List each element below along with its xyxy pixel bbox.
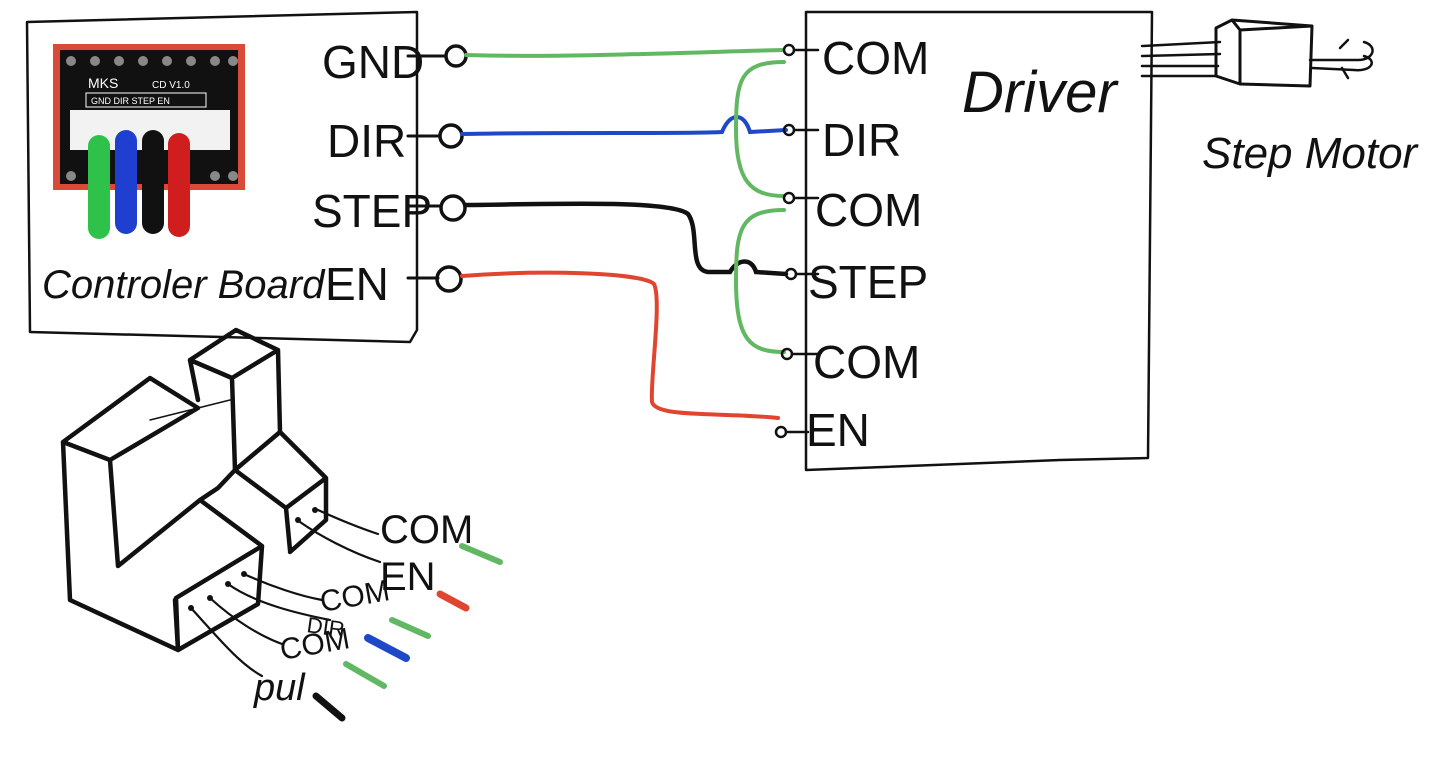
- wire-step: [463, 201, 789, 277]
- driver-pin-com-2: COM: [815, 184, 922, 236]
- photo-wire-green: [88, 135, 110, 239]
- driver-pin-step: STEP: [808, 256, 928, 308]
- photo-wire-blue: [115, 130, 137, 234]
- driver-pin-com-1: COM: [822, 32, 929, 84]
- driver-terminals: [774, 43, 820, 439]
- sketch-pin-pul: pul: [253, 667, 306, 709]
- photo-pin-label: GND DIR STEP EN: [91, 96, 170, 106]
- key-dir-blue: [364, 634, 410, 662]
- photo-pin-header: [85, 92, 207, 108]
- driver-box: Driver COM DIR COM STEP COM EN: [774, 10, 1154, 472]
- sketch-pin-com-bottom-1: COM: [317, 574, 392, 619]
- photo-wire-red: [168, 133, 190, 237]
- controller-pin-gnd: GND: [322, 36, 424, 88]
- photo-brand-label: MKS: [88, 75, 118, 91]
- driver-sketch-leaders: [189, 508, 382, 678]
- driver-sketch-edge: [149, 399, 231, 421]
- key-com-green-3: [343, 661, 387, 689]
- rotation-arrow-icon: [1338, 38, 1350, 80]
- driver-sketch-body: [60, 327, 329, 653]
- driver-title: Driver: [962, 60, 1119, 125]
- motor-label: Step Motor: [1202, 129, 1420, 178]
- driver-pin-com-3: COM: [813, 336, 920, 388]
- controller-board-title: Controler Board: [42, 263, 326, 307]
- key-com-green-2: [389, 617, 431, 639]
- wire-en: [460, 270, 780, 420]
- wires: [460, 48, 789, 420]
- sketch-pin-en-right: EN: [380, 555, 436, 599]
- controller-pin-step: STEP: [312, 185, 432, 237]
- motor-leads: [1140, 40, 1222, 78]
- photo-model-label: CD V1.0: [152, 80, 190, 91]
- sketch-pin-com-right: COM: [380, 508, 473, 552]
- wire-com-bridge-1: [733, 60, 786, 198]
- photo-wire-black: [142, 130, 164, 234]
- key-en-red: [436, 590, 470, 612]
- sketch-pin-dir-bottom: DIR: [305, 612, 346, 642]
- key-com-green-1: [459, 543, 503, 565]
- key-pul-black: [312, 692, 346, 722]
- controller-board: MKS CD V1.0 GND DIR STEP EN Controler Bo…: [25, 10, 468, 344]
- driver-pin-dir: DIR: [822, 114, 901, 166]
- driver-sketch: COM EN COM DIR COM pul: [60, 327, 503, 722]
- wire-com-bridge-2: [733, 208, 786, 354]
- wire-dir: [460, 115, 788, 136]
- step-motor: Step Motor: [1140, 18, 1420, 178]
- motor-body: [1214, 18, 1314, 88]
- motor-shaft: [1308, 40, 1374, 72]
- controller-pin-en: EN: [325, 258, 389, 310]
- sketch-pin-com-bottom-2: COM: [277, 622, 352, 667]
- controller-board-photo: MKS CD V1.0 GND DIR STEP EN: [53, 44, 245, 239]
- driver-box-outline: [804, 10, 1154, 472]
- controller-pin-dir: DIR: [327, 115, 406, 167]
- driver-pin-en: EN: [806, 404, 870, 456]
- controller-board-outline: [25, 10, 419, 344]
- wire-gnd-com: [464, 48, 784, 58]
